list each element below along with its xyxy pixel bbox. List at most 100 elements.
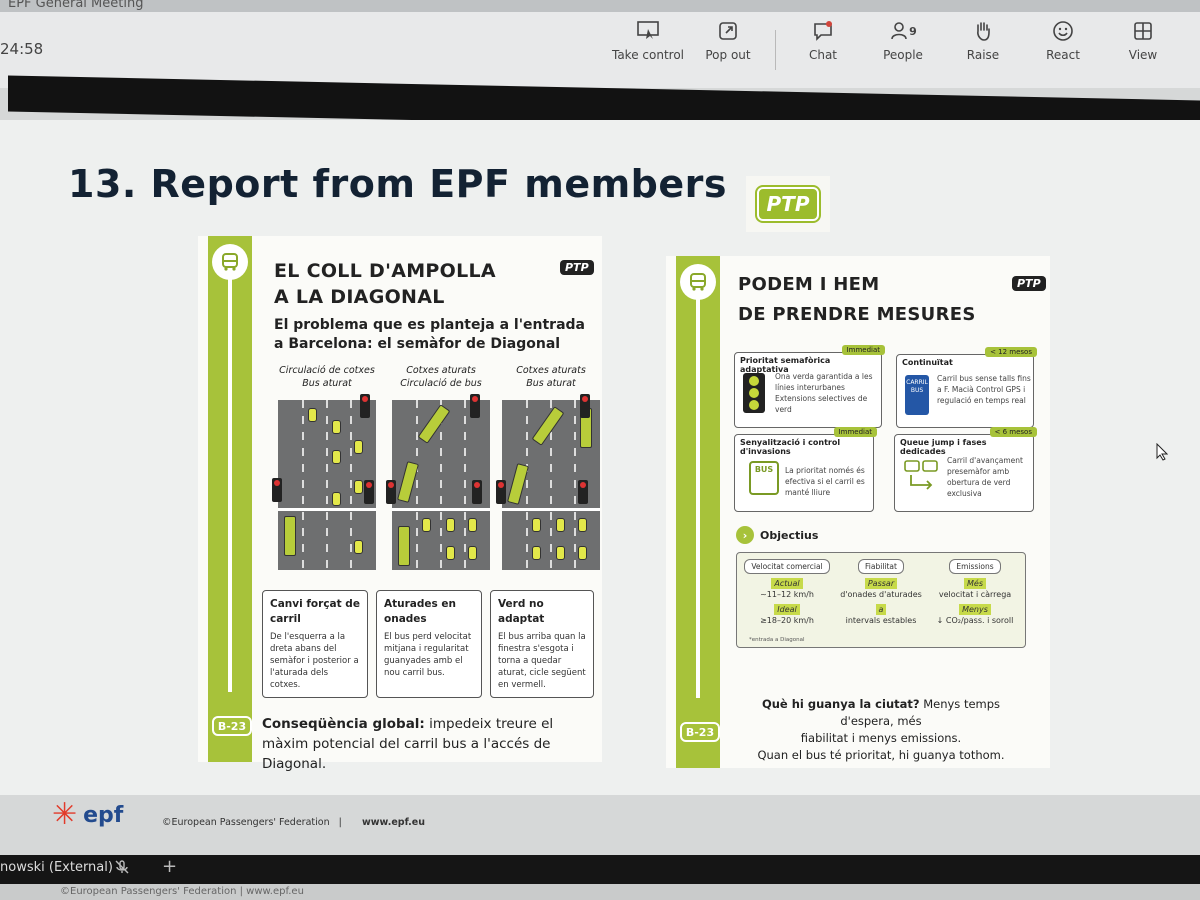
card-title: Canvi forçat de carril: [270, 598, 360, 625]
toolbar-divider: [775, 30, 776, 70]
view-button[interactable]: View: [1104, 18, 1182, 70]
poster-heading-line: A LA DIAGONAL: [274, 286, 445, 308]
meeting-toolbar: Take control Pop out Chat 9 People: [609, 18, 1182, 70]
objective-value: intervals estables: [845, 616, 917, 625]
pop-out-button[interactable]: Pop out: [689, 18, 767, 70]
car: [446, 546, 455, 560]
measure-timeframe: Immediat: [841, 345, 885, 355]
raise-hand-button[interactable]: Raise: [944, 18, 1022, 70]
global-consequence: Conseqüència global: impedeix treure el …: [262, 714, 602, 774]
objective-key: Actual: [771, 578, 803, 589]
lane-marking: [350, 400, 352, 570]
meeting-timer: 24:58: [0, 40, 44, 58]
chevron-right-icon: ›: [736, 526, 754, 544]
objective-value: velocitat i càrrega: [938, 590, 1012, 599]
people-count: 9: [909, 24, 917, 38]
measure-timeframe: < 6 mesos: [989, 427, 1037, 437]
objective-emissions: Emissions Més velocitat i càrrega Menys …: [931, 559, 1019, 626]
mic-muted-icon[interactable]: [114, 859, 130, 879]
pop-out-icon: [715, 18, 741, 44]
measure-text: Carril d'avançament presemàfor amb obert…: [947, 456, 1023, 498]
bus-sign-icon: BUS: [749, 461, 779, 495]
measure-title: Continuïtat: [902, 358, 953, 367]
mouse-cursor-icon: [1156, 442, 1169, 465]
take-control-icon: [635, 18, 661, 44]
traffic-light: [496, 480, 506, 504]
traffic-light: [272, 478, 282, 502]
footer-separator: |: [338, 817, 342, 828]
website-link[interactable]: www.epf.eu: [362, 817, 426, 828]
poster-heading: EL COLL D'AMPOLLA A LA DIAGONAL: [274, 258, 496, 310]
poster-heading-line: EL COLL D'AMPOLLA: [274, 260, 496, 282]
measure-text: La prioritat només és efectiva si el car…: [785, 466, 865, 497]
car: [354, 480, 363, 494]
footer-line: fiabilitat i menys emissions.: [800, 731, 962, 745]
consequence-label: Conseqüència global:: [262, 716, 425, 732]
traffic-light: [580, 394, 590, 418]
poster-bottleneck: B-23 EL COLL D'AMPOLLA A LA DIAGONAL PTP…: [198, 236, 602, 772]
objective-reliability: Fiabilitat Passar d'onades d'aturades a …: [837, 559, 925, 626]
car: [422, 518, 431, 532]
car: [332, 450, 341, 464]
pop-out-label: Pop out: [705, 48, 751, 62]
card-text: El bus arriba quan la finestra s'esgota …: [498, 632, 586, 690]
measure-title: Queue jump i fases dedicades: [900, 438, 987, 456]
chat-button[interactable]: Chat: [784, 18, 862, 70]
hand-icon: [970, 18, 996, 44]
add-icon[interactable]: +: [162, 856, 178, 877]
car: [578, 518, 587, 532]
poster-rail: B-23: [208, 236, 252, 762]
car: [468, 518, 477, 532]
poster-measures: B-23 PODEM I HEM DE PRENDRE MESURES PTP …: [666, 256, 1050, 768]
objective-pill: Velocitat comercial: [744, 559, 830, 574]
car: [332, 492, 341, 506]
stop-line: [278, 508, 376, 511]
grid-icon: [1130, 18, 1156, 44]
objective-pill: Emissions: [949, 559, 1001, 574]
car: [556, 546, 565, 560]
take-control-button[interactable]: Take control: [609, 18, 687, 70]
lane-marking: [416, 400, 418, 570]
measure-card: Prioritat semafòrica adaptativa Immediat…: [734, 345, 885, 428]
bus-icon: [680, 264, 716, 300]
poster-subtitle: El problema que es planteja a l'entrada …: [274, 316, 585, 354]
epf-logo-text: epf: [83, 802, 124, 828]
traffic-light: [578, 480, 588, 504]
objective-value: ↓ CO₂/pass. i soroll: [936, 616, 1014, 625]
problem-card: Verd no adaptat El bus arriba quan la fi…: [490, 590, 594, 698]
react-button[interactable]: React: [1024, 18, 1102, 70]
objectives-heading: › Objectius: [736, 526, 818, 544]
objective-key: Més: [964, 578, 986, 589]
car: [308, 408, 317, 422]
measure-text: Carril bus sense talls fins a F. Macià C…: [937, 374, 1031, 405]
footer-line: Quan el bus té prioritat, hi guanya toth…: [757, 748, 1005, 762]
chat-icon: [810, 18, 836, 44]
objectives-table: Velocitat comercial Actual ~11–12 km/h I…: [736, 552, 1026, 648]
lane-marking: [550, 400, 552, 570]
problem-card: Canvi forçat de carril De l'esquerra a l…: [262, 590, 368, 698]
people-button[interactable]: 9 People: [864, 18, 942, 70]
traffic-light: [364, 480, 374, 504]
lane-marking: [326, 400, 328, 570]
road-illustration: [272, 394, 376, 570]
car: [354, 540, 363, 554]
caption-line: Circulació de cotxes: [279, 365, 375, 376]
queue-jump-icon: [901, 457, 941, 490]
poster-heading-line: DE PRENDRE MESURES: [738, 304, 976, 325]
poster-rail: B-23: [676, 256, 720, 768]
objective-key: Ideal: [774, 604, 800, 615]
car: [468, 546, 477, 560]
objective-pill: Fiabilitat: [858, 559, 904, 574]
measure-timeframe: Immediat: [833, 427, 877, 437]
take-control-label: Take control: [611, 48, 684, 62]
reflected-slide-footer: ©European Passengers' Federation | www.e…: [0, 884, 1200, 900]
card-title: Aturades en onades: [384, 598, 457, 625]
measure-card: Queue jump i fases dedicades < 6 mesos C…: [894, 427, 1037, 512]
ptp-logo: PTP: [746, 176, 830, 232]
bus: [284, 516, 296, 556]
bus: [398, 526, 410, 566]
objective-value: ≥18–20 km/h: [760, 616, 814, 625]
